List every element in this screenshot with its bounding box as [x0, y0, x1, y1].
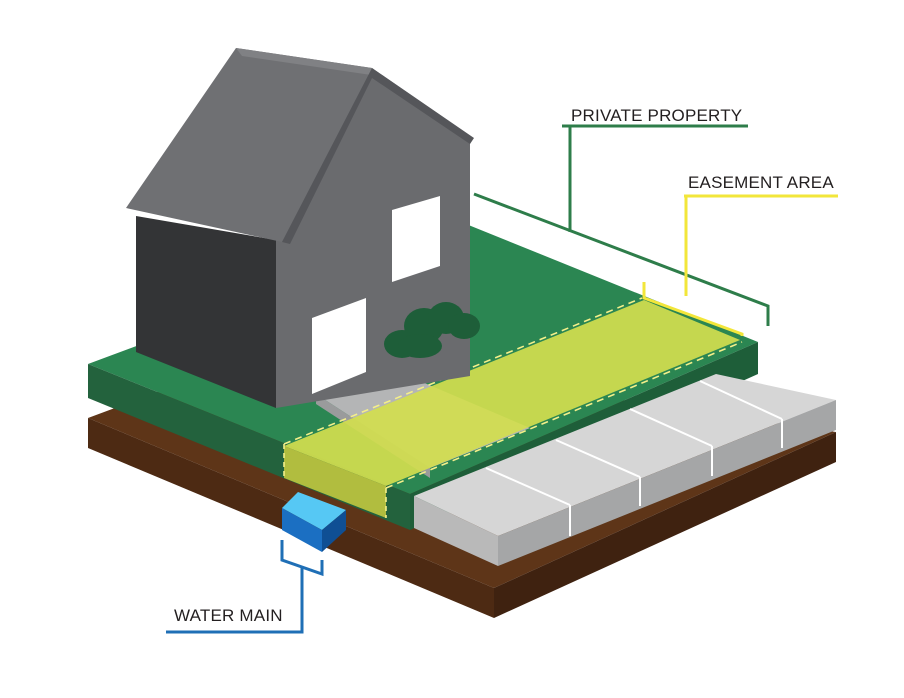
bush [384, 302, 480, 358]
water-main-label: WATER MAIN [174, 606, 283, 625]
private-property-label: PRIVATE PROPERTY [571, 106, 742, 125]
easement-area-label: EASEMENT AREA [688, 173, 834, 192]
private-property-callout [473, 124, 770, 326]
window [392, 196, 440, 282]
door-window [312, 298, 366, 394]
easement-area-callout [642, 194, 838, 336]
water-main-pipe [282, 492, 346, 552]
sidewalk [414, 374, 836, 566]
water-main-callout [166, 540, 324, 634]
